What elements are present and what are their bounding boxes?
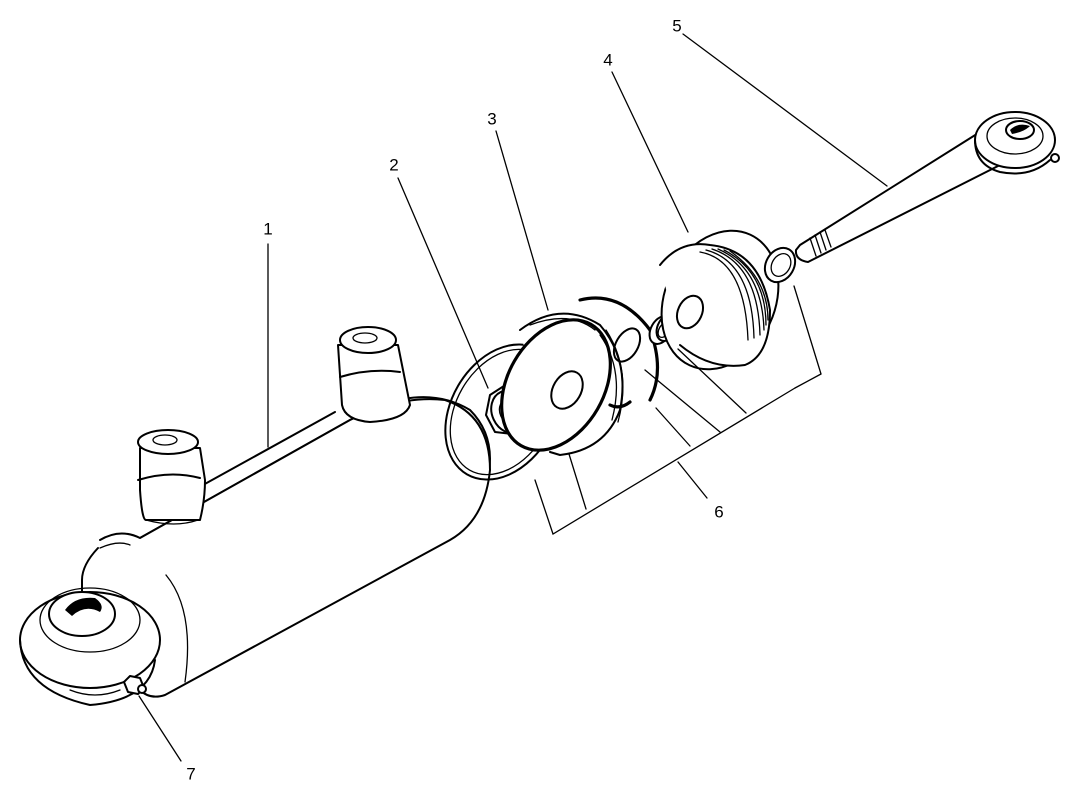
callout-5-piston-rod: 5 [672,16,682,36]
gland-head [659,229,780,371]
callout-3-piston: 3 [487,109,497,129]
cylinder-barrel [19,326,491,706]
callout-2-piston-nut: 2 [389,155,399,175]
callout-4-gland-head: 4 [603,50,613,70]
callout-1-cylinder-barrel: 1 [263,219,273,239]
piston [500,312,624,456]
piston-rod [794,111,1060,263]
callout-7-grease-nipple: 7 [186,764,196,784]
grease-nipple [123,675,147,695]
leader-lines [138,33,888,762]
callout-6-seal-kit: 6 [714,502,724,522]
wiper-seal [763,246,797,284]
